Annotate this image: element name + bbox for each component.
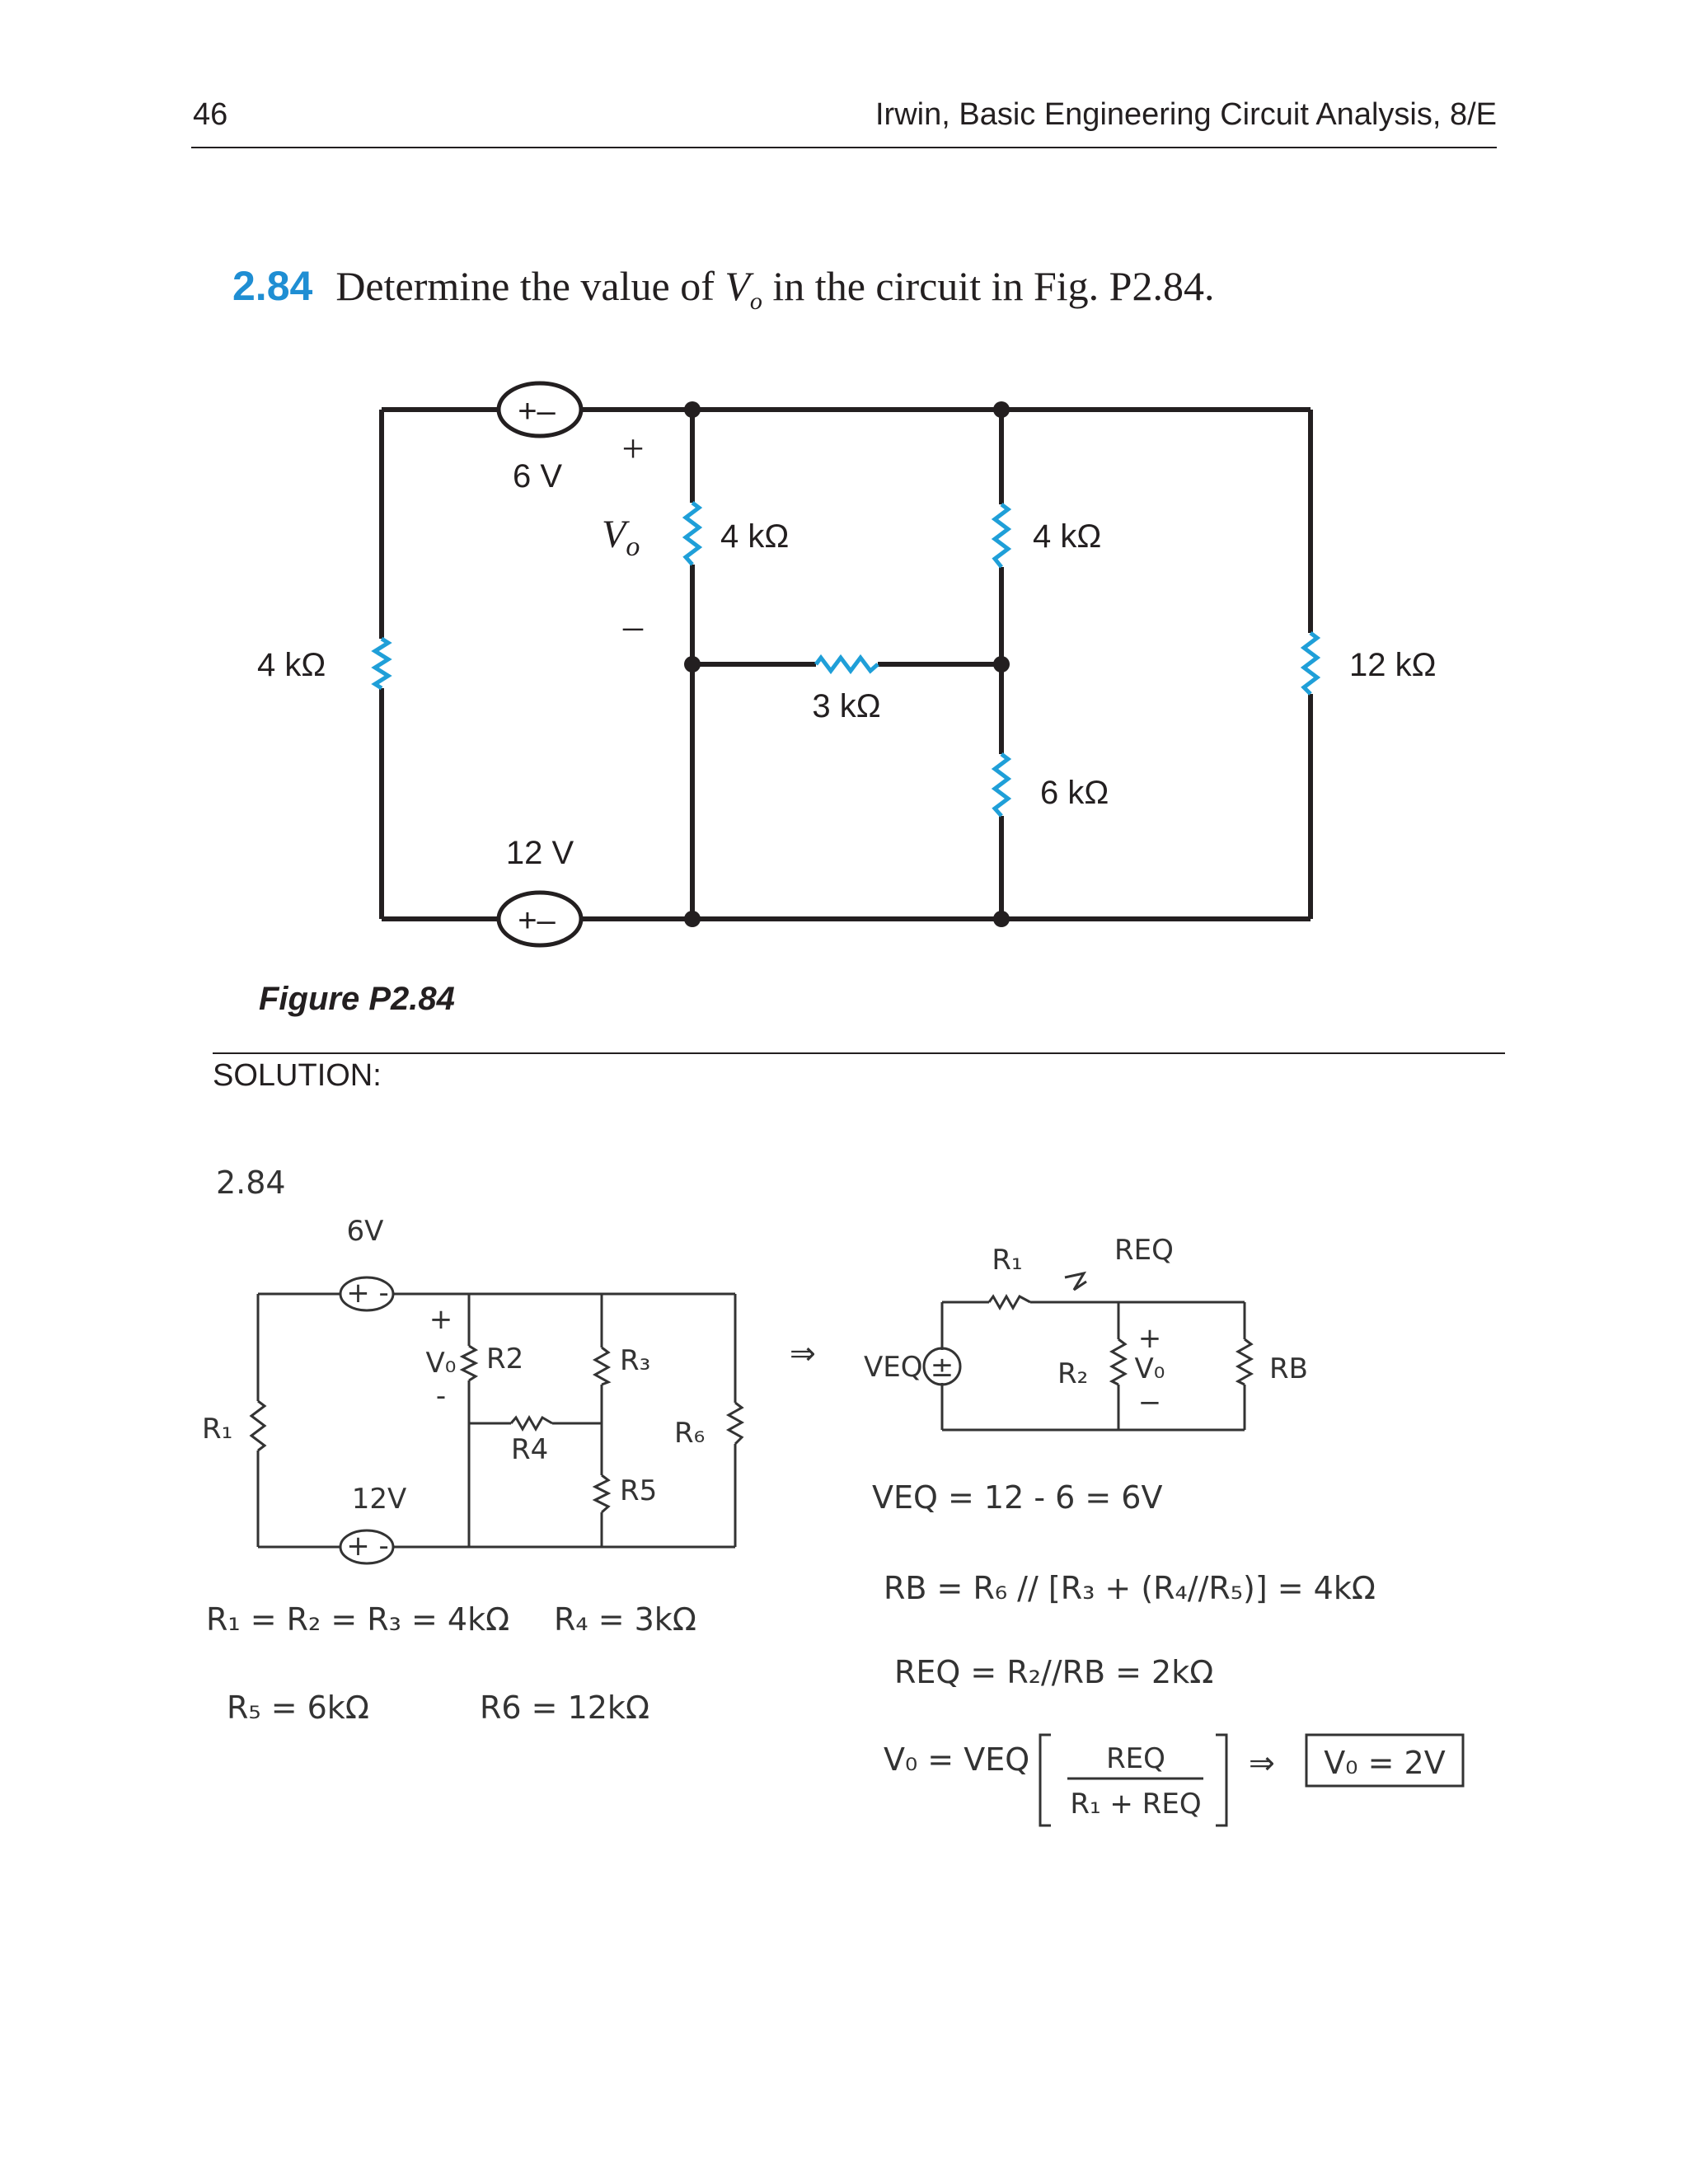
header-rule xyxy=(191,147,1497,148)
vo-minus: – xyxy=(622,604,644,648)
solution-rule xyxy=(213,1052,1505,1054)
label-r-horizontal: 3 kΩ xyxy=(812,688,880,724)
problem-number: 2.84 xyxy=(232,263,313,309)
resistor-mid-top xyxy=(682,501,703,566)
hw-vo-plus-right: + xyxy=(1138,1322,1162,1355)
label-12v: 12 V xyxy=(506,835,574,871)
label-r-far-right: 12 kΩ xyxy=(1349,647,1437,683)
hw-line4-arrow: ⇒ xyxy=(1249,1745,1275,1781)
hw-req-label: REQ xyxy=(1114,1234,1174,1267)
vo-label: Vo xyxy=(602,513,640,562)
hw-rb-label: RB xyxy=(1269,1352,1308,1385)
hw-eq-r5: R₅ = 6kΩ xyxy=(227,1690,369,1726)
hw-r3-left: R₃ xyxy=(620,1344,650,1377)
hw-r1-left: R₁ xyxy=(202,1413,232,1446)
hw-left-circuit xyxy=(249,1276,745,1565)
hw-answer: V₀ = 2V xyxy=(1324,1745,1445,1781)
source-top-sign: +– xyxy=(518,393,556,429)
book-title: Irwin, Basic Engineering Circuit Analysi… xyxy=(875,97,1497,132)
problem-text-before: Determine the value of xyxy=(335,263,725,309)
hw-line3: REQ = R₂//RB = 2kΩ xyxy=(894,1654,1213,1690)
hw-line4-num: REQ xyxy=(1106,1742,1165,1775)
page-number: 46 xyxy=(193,97,228,132)
label-r-left: 4 kΩ xyxy=(257,647,326,683)
vo-plus: + xyxy=(621,427,644,471)
hw-arrow: ⇒ xyxy=(790,1335,816,1371)
resistor-far-right xyxy=(1300,631,1321,696)
handwritten-solution: 2.84 6V 12V + - + - + V₀ - R₁ R2 R₃ R4 R… xyxy=(202,1165,1465,1827)
hw-r5-left: R5 xyxy=(620,1474,657,1507)
hw-eq-r4: R₄ = 3kΩ xyxy=(554,1601,696,1638)
label-r-mid-top: 4 kΩ xyxy=(720,518,789,555)
solution-label: SOLUTION: xyxy=(213,1058,382,1093)
label-6v: 6 V xyxy=(513,458,562,494)
hw-eq-r123: R₁ = R₂ = R₃ = 4kΩ xyxy=(206,1601,509,1638)
hw-right-circuit xyxy=(922,1271,1254,1432)
hw-line4-lhs: V₀ = VEQ xyxy=(884,1741,1029,1778)
circuit-nodes xyxy=(684,401,1010,927)
hw-12v: 12V xyxy=(352,1483,407,1516)
hw-vo-plus: + xyxy=(429,1303,453,1336)
source-bottom xyxy=(496,890,584,948)
hw-line4-den: R₁ + REQ xyxy=(1070,1788,1201,1821)
hw-vo-right: V₀ xyxy=(1135,1352,1165,1385)
hw-veq-label: VEQ xyxy=(864,1351,923,1384)
hw-vo: V₀ xyxy=(426,1347,457,1380)
hw-problem-number: 2.84 xyxy=(216,1165,286,1201)
label-r-right-top: 4 kΩ xyxy=(1033,518,1101,555)
hw-line1: VEQ = 12 - 6 = 6V xyxy=(872,1479,1162,1516)
source-top xyxy=(496,381,584,438)
circuit-wires xyxy=(379,407,1313,921)
label-r-right-bottom: 6 kΩ xyxy=(1040,775,1109,811)
hw-src-bottom-sign: + - xyxy=(346,1530,389,1563)
hw-r2-left: R2 xyxy=(486,1343,523,1376)
resistor-right-top xyxy=(991,503,1012,569)
circuit-figure: +– +– 6 V 12 V + Vo – 4 kΩ 4 kΩ 4 kΩ 3 k… xyxy=(257,381,1437,948)
figure-caption: Figure P2.84 xyxy=(259,981,455,1017)
hw-line4-brackets xyxy=(1039,1733,1465,1827)
resistor-left xyxy=(371,636,392,691)
circuit-resistors xyxy=(371,501,1321,818)
hw-veq-sign: ± xyxy=(931,1351,954,1384)
resistor-right-bottom xyxy=(991,752,1012,818)
hw-line2: RB = R₆ // [R₃ + (R₄//R₅)] = 4kΩ xyxy=(884,1570,1376,1606)
hw-6v: 6V xyxy=(347,1215,384,1248)
problem-variable: Vo xyxy=(724,263,762,315)
hw-r6-left: R₆ xyxy=(674,1417,705,1450)
hw-eq-r6: R6 = 12kΩ xyxy=(480,1690,649,1726)
hw-r4-left: R4 xyxy=(511,1433,548,1466)
hw-r1-right: R₁ xyxy=(992,1244,1022,1277)
hw-vo-minus: - xyxy=(436,1380,446,1413)
source-bottom-sign: +– xyxy=(518,902,556,939)
hw-vo-minus-right: − xyxy=(1138,1386,1162,1419)
resistor-horizontal xyxy=(814,654,879,675)
hw-r2-right: R₂ xyxy=(1057,1357,1088,1390)
problem-text-after: in the circuit in Fig. P2.84. xyxy=(762,263,1215,309)
problem-statement: 2.84 Determine the value of Vo in the cir… xyxy=(232,262,1215,316)
hw-src-top-sign: + - xyxy=(346,1277,389,1310)
